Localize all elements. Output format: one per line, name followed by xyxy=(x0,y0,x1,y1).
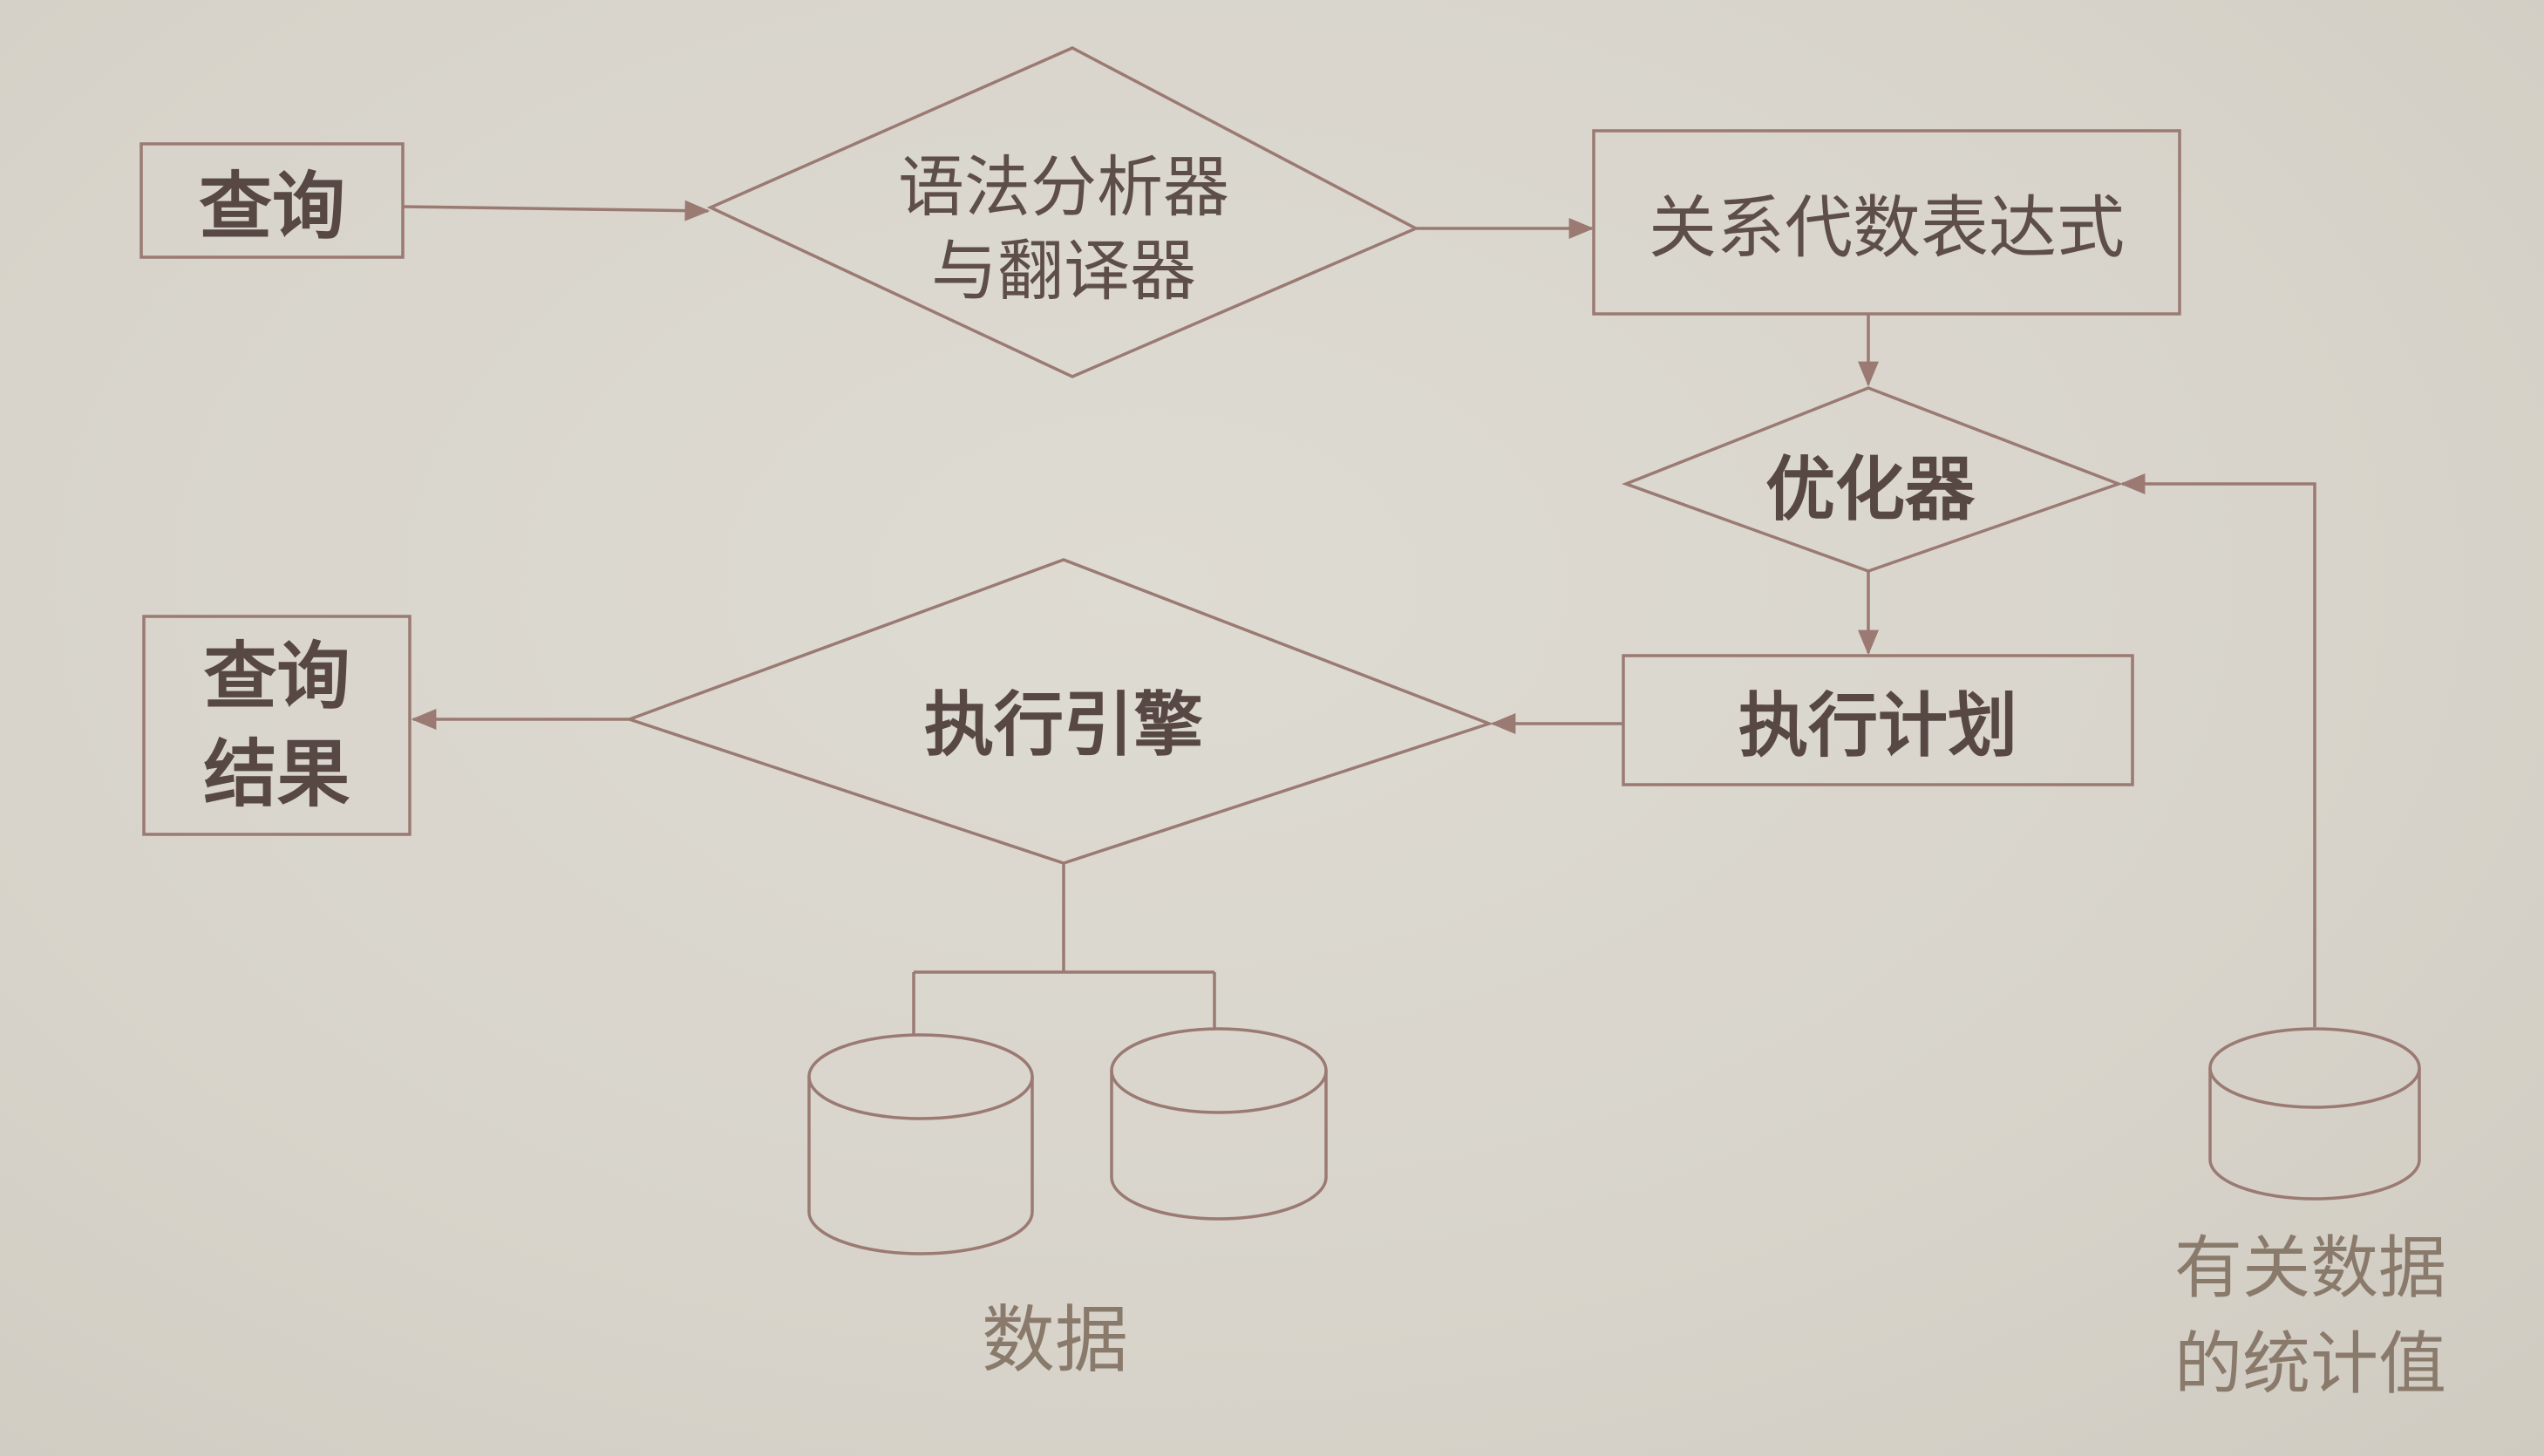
statistics-cylinder xyxy=(2208,1027,2421,1201)
arrow-query-to-parser xyxy=(402,200,711,221)
relational-expression-label: 关系代数表达式 xyxy=(1648,189,2125,268)
link-engine-to-data xyxy=(912,863,1216,1035)
execution-plan-box xyxy=(1622,654,2134,786)
query-box xyxy=(139,142,405,259)
query-result-label: 查询 结果 xyxy=(203,633,350,817)
query-result-box xyxy=(142,615,412,836)
execution-engine-diamond xyxy=(624,558,1494,865)
optimizer-diamond xyxy=(1622,386,2124,573)
parser-label: 语法分析器 与翻译器 xyxy=(898,148,1229,310)
data-label: 数据 xyxy=(981,1296,1128,1383)
query-label: 查询 xyxy=(198,162,345,249)
execution-engine-label: 执行引擎 xyxy=(924,684,1203,765)
data-cylinder-2 xyxy=(1110,1027,1328,1221)
data-cylinder-1 xyxy=(807,1033,1034,1255)
arrow-statistics-to-optimizer xyxy=(2119,473,2316,1027)
statistics-label: 有关数据 的统计值 xyxy=(2173,1229,2446,1404)
execution-plan-label: 执行计划 xyxy=(1738,684,2017,766)
optimizer-label: 优化器 xyxy=(1765,448,1975,530)
